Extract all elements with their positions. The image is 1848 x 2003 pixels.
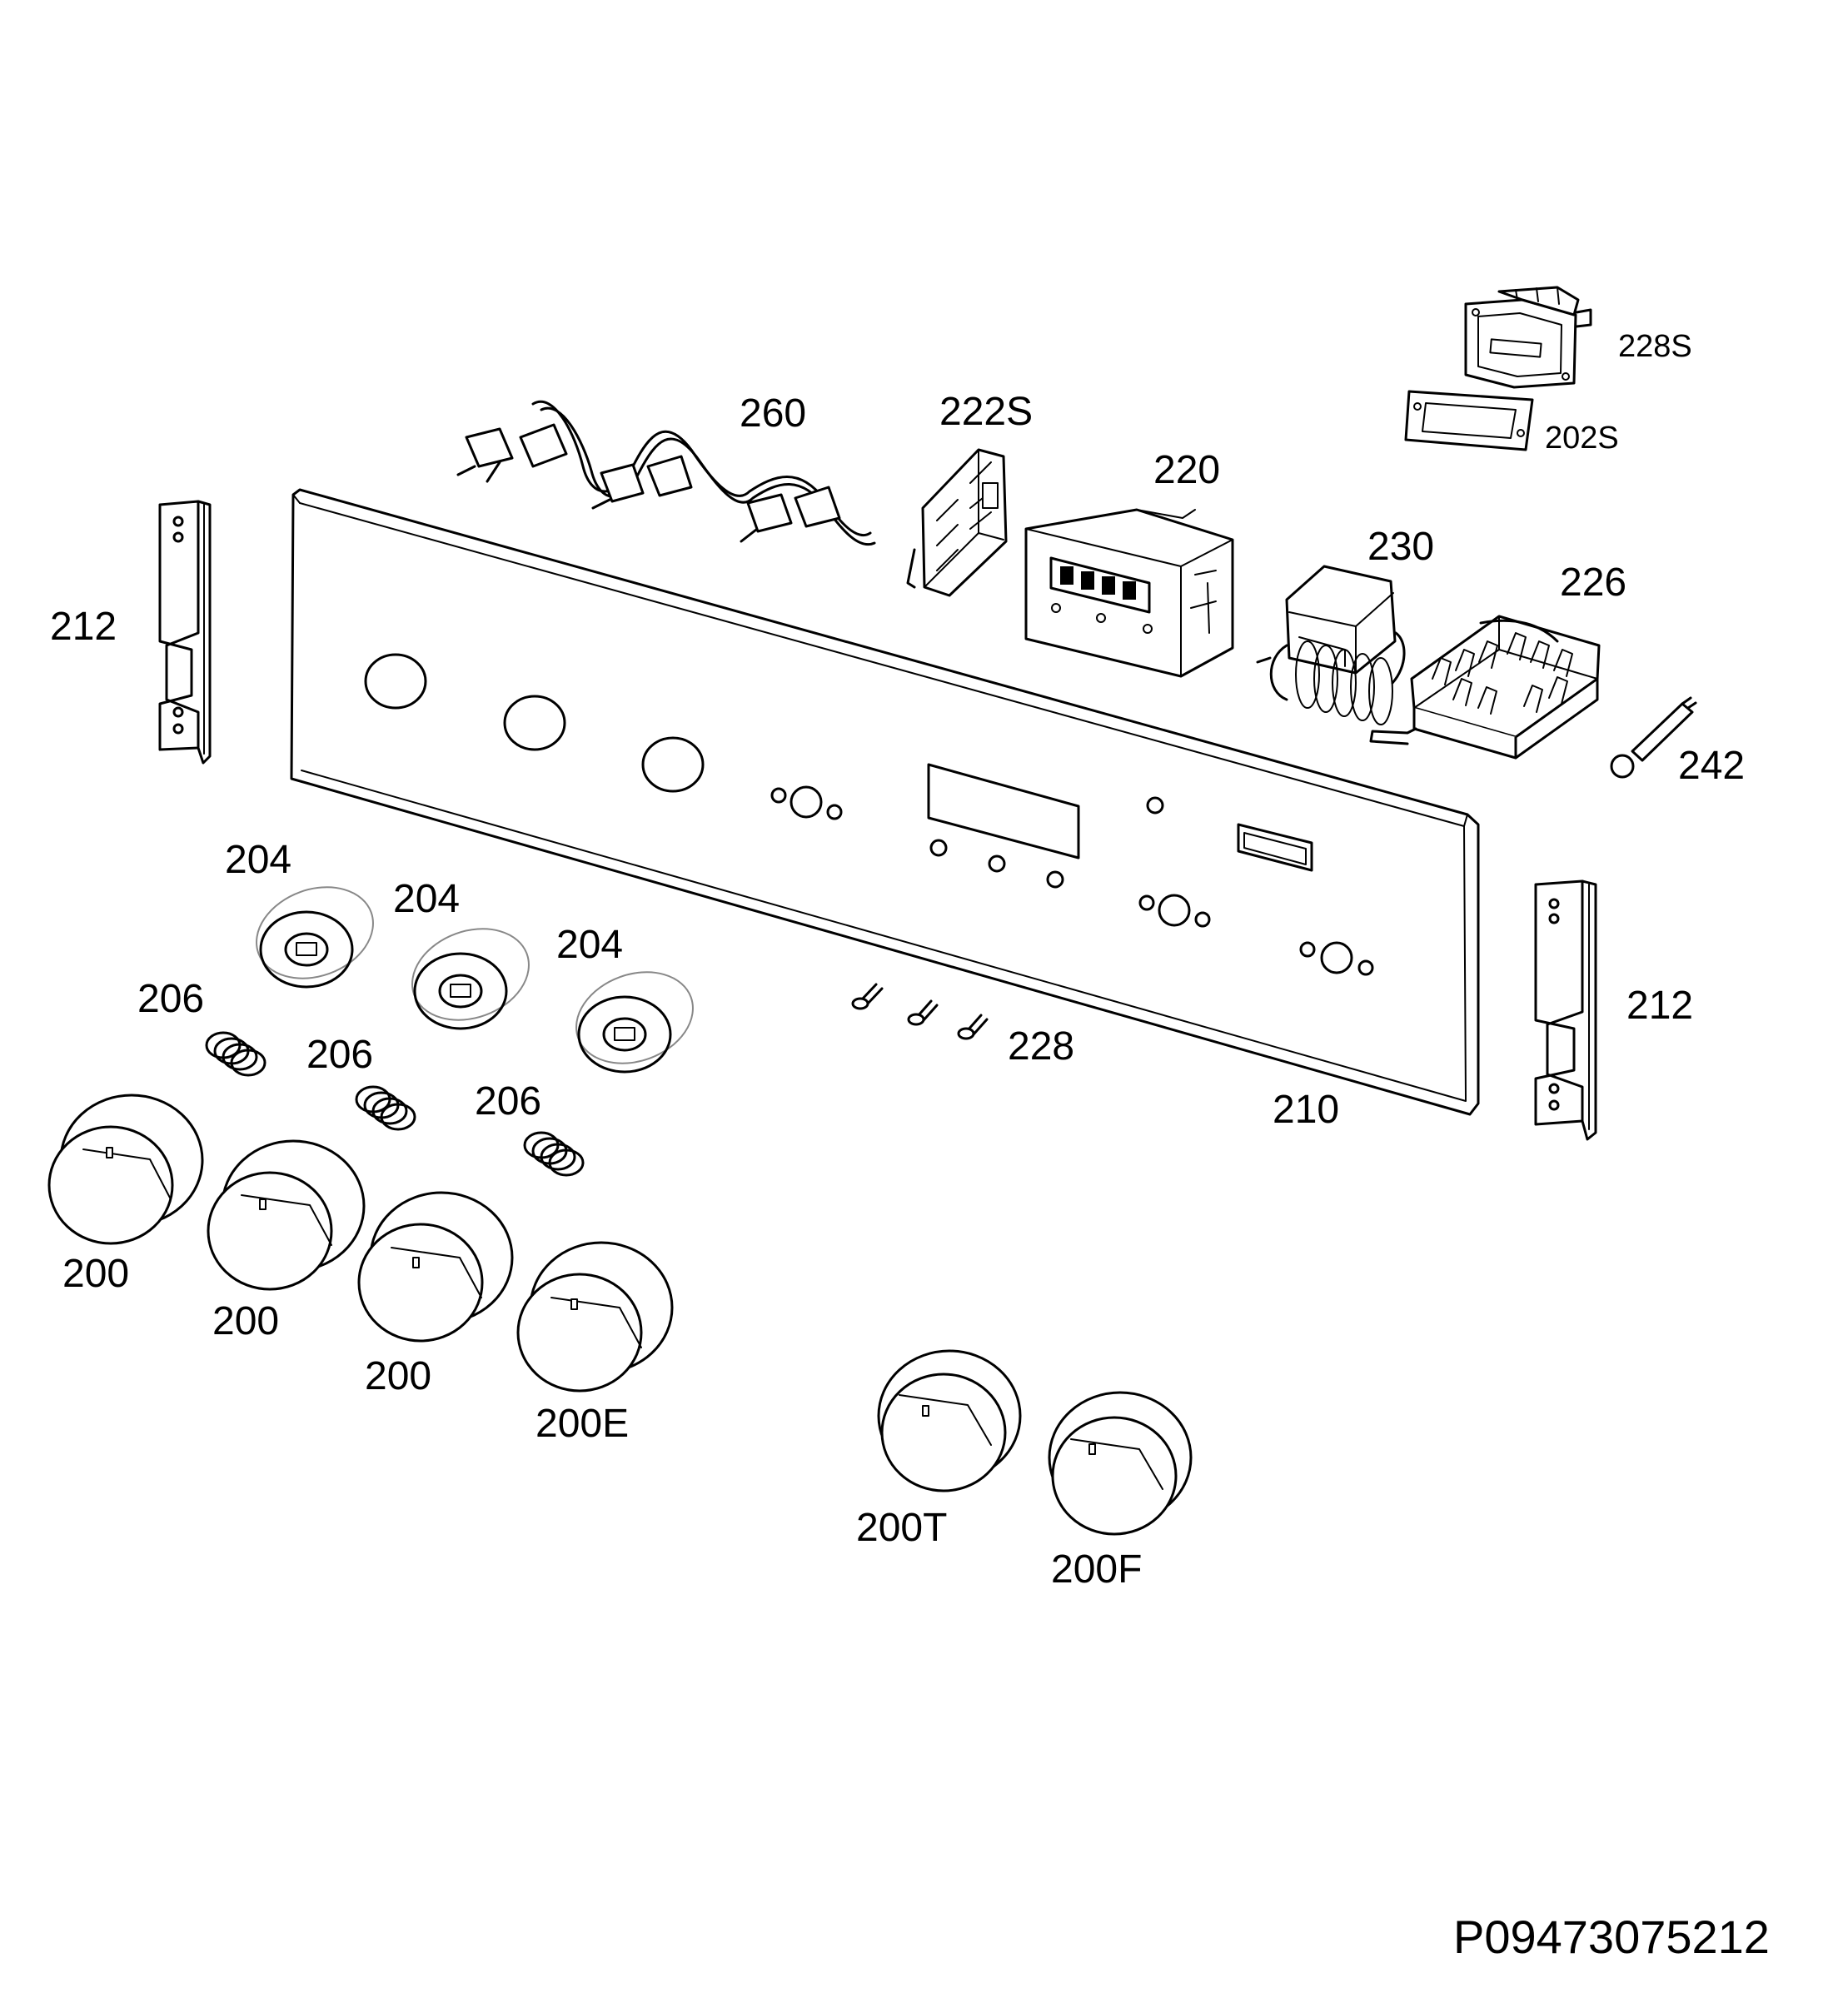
label-knob-a: 200: [62, 1252, 129, 1296]
gasket-202S: [1404, 390, 1534, 451]
label-spring-b: 206: [306, 1033, 373, 1077]
control-panel-210: [290, 488, 1480, 1116]
label-screws: 228: [1008, 1024, 1074, 1069]
label-bracket-right: 212: [1626, 984, 1693, 1028]
label-gasket: 202S: [1545, 421, 1619, 456]
label-knob-t: 200T: [856, 1506, 947, 1550]
label-sensor: 242: [1678, 744, 1745, 788]
wire-harness-260: [456, 401, 876, 546]
label-bezel-b: 204: [393, 877, 460, 921]
spring-206-a: [205, 1031, 266, 1077]
bezel-204-a: [256, 886, 374, 989]
switch-228S: [1464, 286, 1592, 389]
label-selector: 226: [1560, 561, 1626, 605]
spring-206-b: [355, 1085, 416, 1131]
label-panel: 210: [1273, 1088, 1339, 1132]
label-spring-c: 206: [475, 1079, 541, 1124]
label-bracket-left: 212: [50, 605, 117, 649]
drawing-code: P09473075212: [1453, 1911, 1770, 1963]
label-harness: 260: [740, 391, 806, 436]
knob-200-b: [207, 1139, 366, 1291]
label-bezel-c: 204: [556, 923, 623, 967]
screws-228: [851, 983, 989, 1040]
label-knob-c: 200: [365, 1354, 431, 1398]
label-timer: 220: [1153, 448, 1220, 492]
label-knob-e: 200E: [535, 1402, 629, 1446]
knob-200F: [1048, 1391, 1193, 1536]
knob-200E: [516, 1241, 674, 1393]
label-switch-top: 228S: [1618, 329, 1692, 364]
sensor-242: [1610, 696, 1697, 779]
knob-200T: [877, 1349, 1022, 1492]
label-thermostat: 230: [1367, 525, 1434, 569]
label-knob-b: 200: [212, 1299, 279, 1343]
bracket-right-212: [1534, 879, 1597, 1141]
label-spring-a: 206: [137, 977, 204, 1021]
switch-222S: [906, 448, 1008, 597]
timer-digit-display: [1060, 566, 1136, 600]
part-labels: 212 212 260 222S 220 230 226 242 228S 20…: [50, 329, 1770, 1963]
spring-206-c: [523, 1131, 585, 1177]
thermostat-230: [1256, 565, 1406, 725]
knob-200-c: [357, 1191, 514, 1343]
bezel-204-b: [411, 928, 530, 1030]
knob-200-a: [47, 1094, 204, 1245]
label-switch: 222S: [939, 390, 1033, 434]
label-knob-f: 200F: [1051, 1547, 1142, 1592]
selector-226: [1369, 615, 1601, 760]
bracket-left-212: [158, 500, 212, 765]
timer-220: [1024, 508, 1234, 678]
bezel-204-c: [575, 971, 694, 1074]
label-bezel-a: 204: [225, 838, 291, 882]
